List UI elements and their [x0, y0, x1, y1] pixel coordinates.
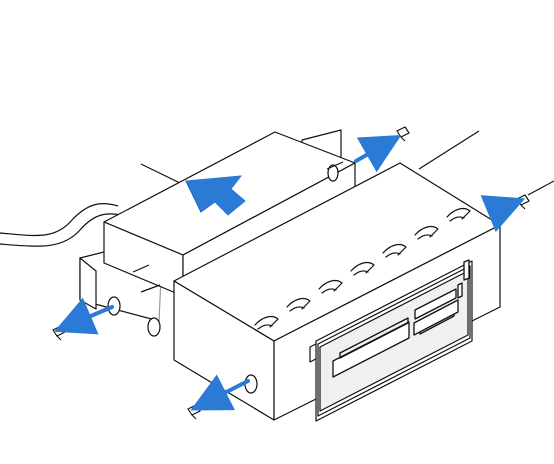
screw-icon	[517, 195, 529, 209]
screw-icon	[188, 405, 200, 419]
arrow-icon	[65, 307, 112, 327]
screw-icon	[53, 326, 65, 340]
arrow-icon	[356, 141, 391, 161]
screw-icon	[397, 127, 409, 141]
data-cable	[0, 204, 121, 247]
arrow-icon	[492, 203, 514, 212]
